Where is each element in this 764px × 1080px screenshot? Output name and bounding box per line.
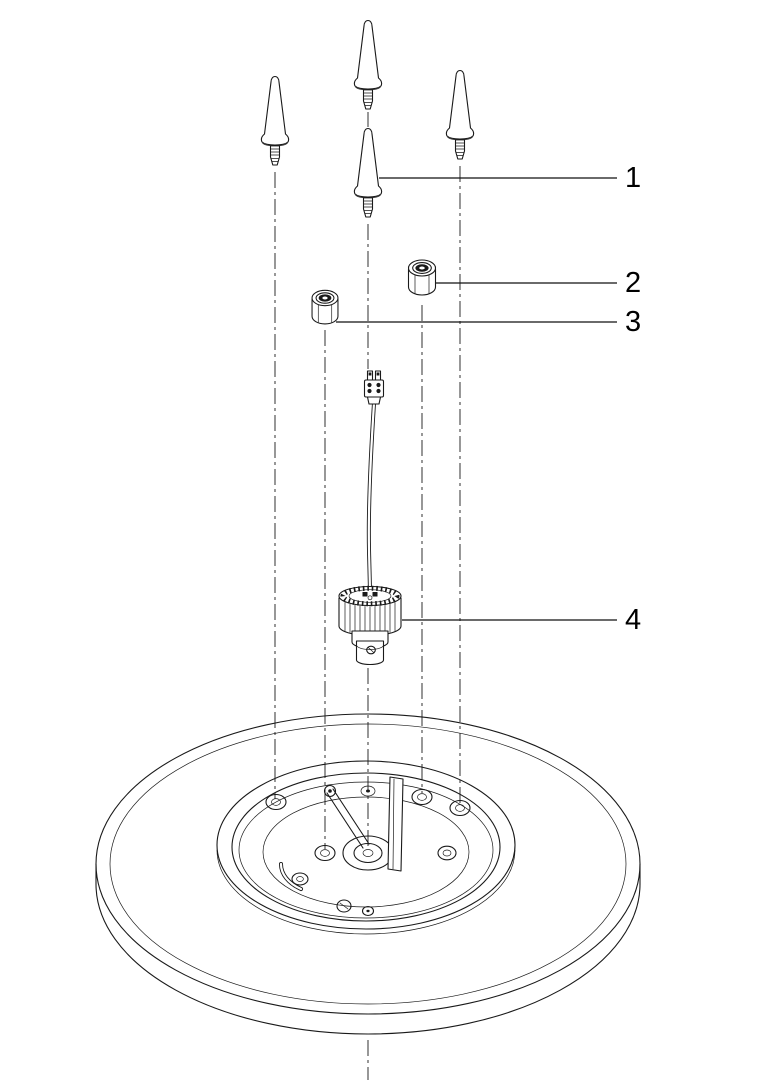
base-plate [95,713,641,1035]
bracket [360,776,404,872]
cone-pin [260,75,290,166]
bolt-boss [265,793,287,811]
callout-label-2: 2 [625,267,641,299]
center-lines [274,112,461,1080]
cone-pin-callout-1 [353,127,383,218]
screw [336,899,352,913]
callout-label-3: 3 [625,306,641,338]
cable-assembly [338,370,402,666]
hex-nut-callout-2 [407,259,437,296]
led-module-callout-4 [338,585,402,666]
cone-pin [445,69,475,160]
bolt-boss [411,788,433,806]
callouts: 1 2 3 4 [336,162,641,636]
callout-label-4: 4 [625,604,641,636]
cone-pin [353,19,383,110]
bolt-boss [437,845,457,861]
callout-label-1: 1 [625,162,641,194]
mounting-plate-details [265,776,471,917]
hex-nut-callout-3 [311,289,339,325]
bolt-boss [291,872,309,886]
cable-connector [363,370,385,405]
arc-slot [278,862,303,891]
lever-arm [323,784,370,849]
screw [361,905,375,917]
